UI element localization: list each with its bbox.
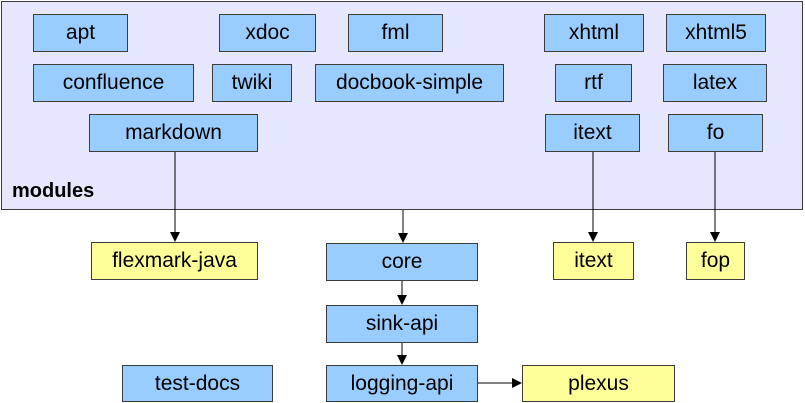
external-fop: fop	[686, 242, 745, 280]
module-docbook-simple: docbook-simple	[315, 64, 504, 102]
module-twiki: twiki	[212, 64, 292, 102]
external-itext: itext	[553, 242, 634, 280]
module-xdoc: xdoc	[219, 14, 316, 52]
module-confluence: confluence	[33, 64, 194, 102]
module-markdown: markdown	[89, 114, 258, 152]
modules-group-label: modules	[12, 180, 95, 202]
module-xhtml5: xhtml5	[666, 14, 766, 52]
external-plexus: plexus	[522, 365, 675, 402]
component-test-docs: test-docs	[122, 365, 273, 402]
component-core: core	[326, 243, 478, 281]
module-xhtml: xhtml	[544, 14, 644, 52]
external-flexmark-java: flexmark-java	[91, 242, 258, 280]
module-fo: fo	[668, 114, 763, 152]
module-latex: latex	[663, 64, 767, 102]
component-logging-api: logging-api	[326, 365, 478, 402]
component-sink-api: sink-api	[326, 305, 478, 343]
module-itext: itext	[545, 114, 640, 152]
module-apt: apt	[33, 14, 128, 52]
module-fml: fml	[348, 14, 443, 52]
module-rtf: rtf	[555, 64, 632, 102]
